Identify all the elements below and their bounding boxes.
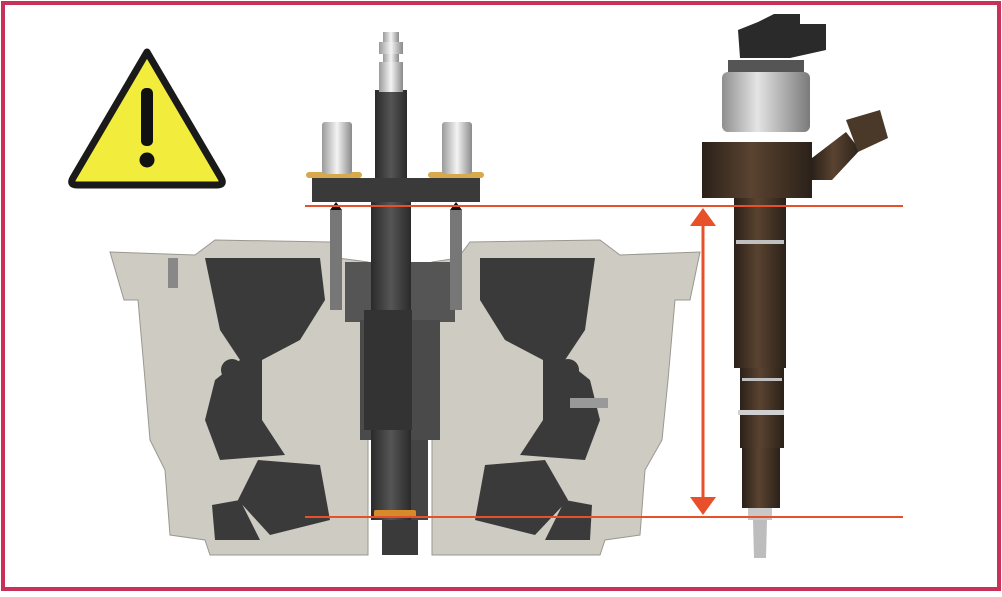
height-arrow-bottom: [690, 497, 716, 515]
warning-triangle-icon: [68, 48, 226, 189]
height-arrow-top: [690, 208, 716, 226]
measurement-guides: [305, 205, 903, 518]
cylinder-head-section: [109, 239, 701, 556]
injector-puller-tool: [306, 32, 484, 520]
fuel-injector: [702, 14, 888, 558]
